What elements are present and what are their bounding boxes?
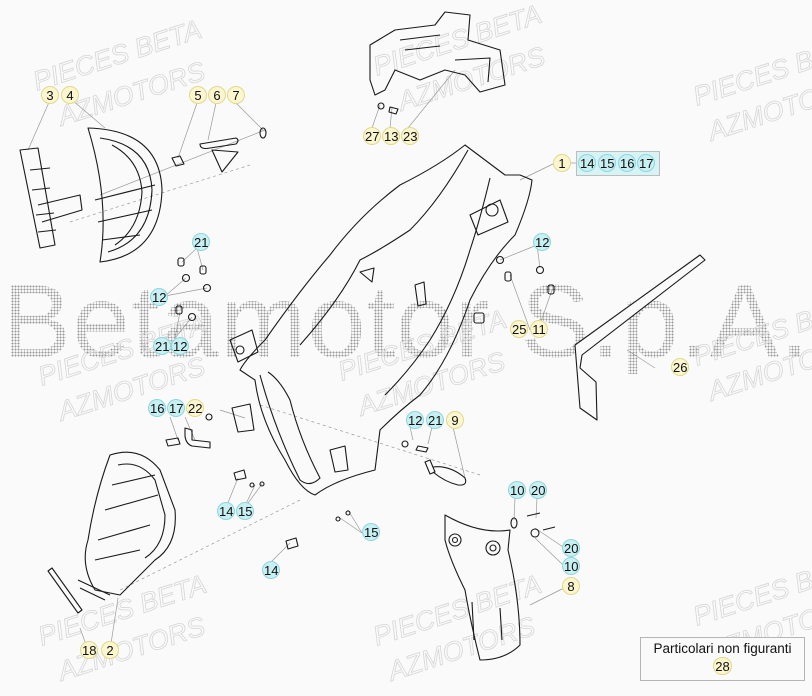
- callout-15: 15: [362, 523, 381, 541]
- callout-17: 17: [637, 154, 656, 172]
- callout-10: 10: [508, 481, 527, 499]
- callout-8: 8: [562, 577, 580, 595]
- callout-4: 4: [61, 86, 79, 104]
- legend-parts-not-shown: Particolari non figuranti 28: [640, 637, 805, 681]
- callout-12: 12: [150, 288, 169, 306]
- callout-16: 16: [618, 154, 637, 172]
- callout-16: 16: [148, 399, 167, 417]
- callout-12: 12: [171, 337, 190, 355]
- callout-22: 22: [186, 399, 205, 417]
- callout-12: 12: [533, 233, 552, 251]
- callout-20: 20: [529, 481, 548, 499]
- callout-14: 14: [217, 502, 236, 520]
- callout-6: 6: [208, 86, 226, 104]
- callout-27: 27: [363, 127, 382, 145]
- callout-21: 21: [426, 411, 445, 429]
- callout-25: 25: [510, 320, 529, 338]
- watermark-company: Betamotor S.p.A.: [2, 264, 810, 380]
- callout-15: 15: [598, 154, 617, 172]
- callout-7: 7: [227, 86, 245, 104]
- callout-13: 13: [382, 127, 401, 145]
- callout-28: 28: [713, 657, 732, 675]
- callout-1: 1: [553, 154, 571, 172]
- callout-20: 20: [562, 539, 581, 557]
- callout-15: 15: [236, 502, 255, 520]
- callout-23: 23: [401, 127, 420, 145]
- callout-17: 17: [167, 399, 186, 417]
- legend-title: Particolari non figuranti: [653, 641, 792, 656]
- callout-26: 26: [671, 358, 690, 376]
- callout-18: 18: [80, 641, 99, 659]
- callout-21: 21: [153, 337, 172, 355]
- callout-21: 21: [192, 233, 211, 251]
- callout-10: 10: [562, 557, 581, 575]
- callout-2: 2: [101, 641, 119, 659]
- callout-9: 9: [446, 411, 464, 429]
- callout-14: 14: [578, 154, 597, 172]
- callout-5: 5: [189, 86, 207, 104]
- callout-12: 12: [406, 411, 425, 429]
- callout-11: 11: [530, 320, 548, 338]
- callout-14: 14: [262, 561, 281, 579]
- callout-3: 3: [41, 86, 59, 104]
